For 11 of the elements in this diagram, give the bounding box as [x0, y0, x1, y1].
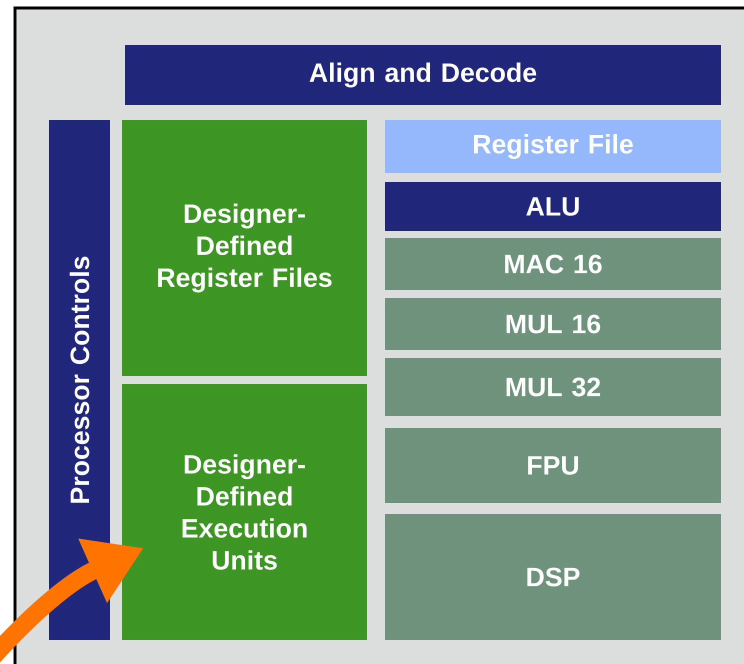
block: MUL 16 [385, 298, 721, 350]
block: Processor Controls [49, 120, 110, 640]
block: Designer-Defined Execution Units [122, 384, 367, 640]
block: DSP [385, 514, 721, 640]
block: Designer-Defined Register Files [122, 120, 367, 376]
block: FPU [385, 428, 721, 503]
block: Align and Decode [125, 45, 721, 105]
block: MUL 32 [385, 358, 721, 416]
block: Register File [385, 120, 721, 173]
block: MAC 16 [385, 238, 721, 290]
block: ALU [385, 182, 721, 231]
